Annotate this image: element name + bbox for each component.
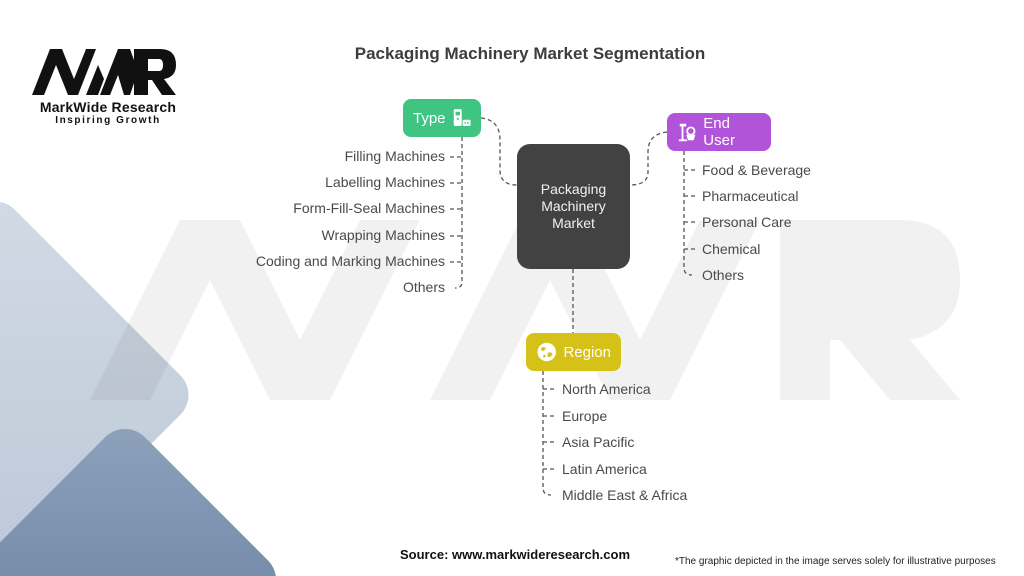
watermark-logo xyxy=(90,220,960,400)
type-item-form-fill-seal-machines: Form-Fill-Seal Machines xyxy=(293,200,445,216)
type-item-wrapping-machines: Wrapping Machines xyxy=(321,227,445,243)
mwr-logo-icon xyxy=(32,49,176,95)
center-node-packaging-machinery-market: Packaging Machinery Market xyxy=(517,144,630,269)
end-user-item-personal-care: Personal Care xyxy=(702,214,792,230)
brand-logo: MarkWide Research Inspiring Growth xyxy=(28,45,188,126)
category-region: Region xyxy=(526,333,621,371)
page-title: Packaging Machinery Market Segmentation xyxy=(354,44,706,63)
category-end-user-label: End User xyxy=(703,115,735,149)
end-user-item-pharmaceutical: Pharmaceutical xyxy=(702,188,799,204)
region-item-latin-america: Latin America xyxy=(562,461,647,477)
center-line-1: Packaging xyxy=(540,181,607,197)
region-item-europe: Europe xyxy=(562,408,608,424)
center-line-2: Machinery xyxy=(541,198,606,214)
type-item-filling-machines: Filling Machines xyxy=(344,148,445,164)
end-user-item-chemical: Chemical xyxy=(702,241,761,257)
source-note: Source: www.markwideresearch.com xyxy=(400,547,631,562)
end-user-item-others: Others xyxy=(702,267,745,283)
center-line-3: Market xyxy=(552,215,595,231)
brand-tagline: Inspiring Growth xyxy=(55,115,161,126)
category-type-label: Type xyxy=(413,109,446,127)
brand-name: MarkWide Research xyxy=(39,99,177,115)
machine-icon xyxy=(453,109,471,126)
region-item-north-america: North America xyxy=(562,381,651,397)
type-item-others: Others xyxy=(402,279,445,295)
category-end-user: End User xyxy=(667,113,771,151)
disclaimer-note: *The graphic depicted in the image serve… xyxy=(675,556,996,567)
category-region-label: Region xyxy=(563,343,611,361)
end-user-item-food-beverage: Food & Beverage xyxy=(702,162,811,178)
category-type: Type xyxy=(403,99,481,137)
globe-icon xyxy=(537,342,556,362)
type-item-labelling-machines: Labelling Machines xyxy=(325,174,445,190)
region-item-middle-east-africa: Middle East & Africa xyxy=(562,487,688,503)
type-item-coding-and-marking-machines: Coding and Marking Machines xyxy=(255,253,445,269)
robot-arm-icon xyxy=(678,123,696,142)
region-item-asia-pacific: Asia Pacific xyxy=(562,434,635,450)
